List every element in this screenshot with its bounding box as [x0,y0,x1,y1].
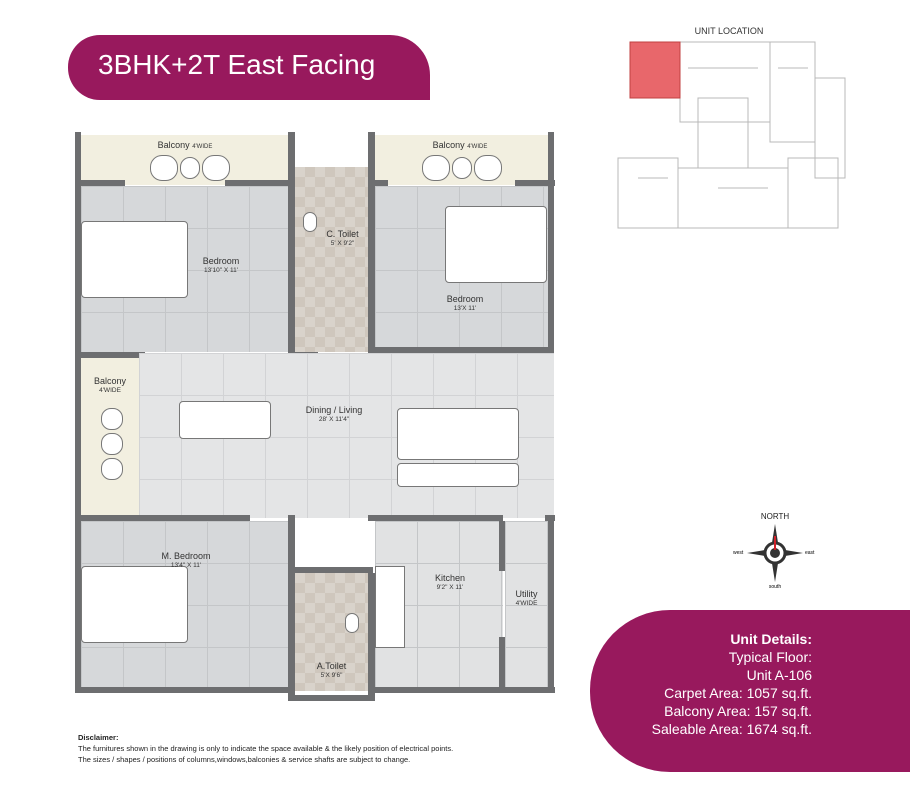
unit-number: Unit A-106 [746,667,812,683]
title-banner: 3BHK+2T East Facing [68,35,430,100]
compass: NORTH west east south [733,512,815,590]
sofa-set [397,408,519,460]
bed [81,221,188,298]
unit-location-map: UNIT LOCATION [608,20,850,245]
unit-details-heading: Unit Details: [730,631,812,647]
disclaimer: Disclaimer: The furnitures shown in the … [78,733,454,764]
page-title: 3BHK+2T East Facing [98,49,376,80]
floor-text: Typical Floor: [728,649,812,665]
carpet-area: Carpet Area: 1057 sq.ft. [664,685,812,701]
key-plan-diagram [617,41,846,229]
balcony-top-left: Balcony 4'WIDE [80,135,290,185]
unit-highlight [629,41,681,99]
bed [445,206,547,283]
unit-location-label: UNIT LOCATION [694,26,764,36]
saleable-area: Saleable Area: 1674 sq.ft. [651,721,812,737]
unit-details-panel: Unit Details: Typical Floor: Unit A-106 … [590,610,910,772]
dining-table [179,401,271,439]
balcony-area: Balcony Area: 157 sq.ft. [664,703,812,719]
bed [81,566,188,643]
compass-rose-icon [747,524,803,582]
balcony-top-right: Balcony 4'WIDE [372,135,548,185]
sofa [397,463,519,487]
kitchen-counter [375,566,405,648]
